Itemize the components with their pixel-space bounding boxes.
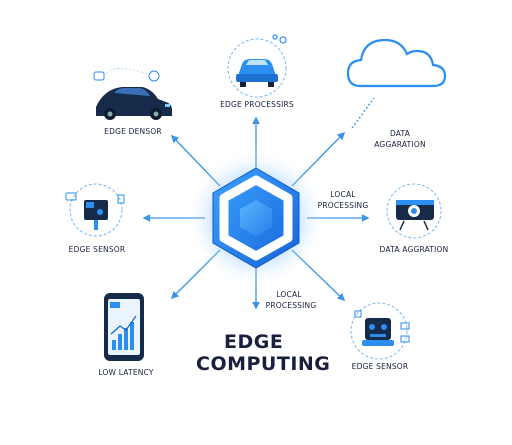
hexagon-hub-icon xyxy=(186,148,326,288)
edge-sensor-bottom-label: EDGE SENSOR xyxy=(351,362,409,371)
connector-cloud-dotted xyxy=(351,97,375,129)
cloud-icon xyxy=(346,38,447,88)
data-aggaration-label-line2: AGGARATION xyxy=(374,140,426,149)
local-processing-right-label-line1: LOCAL xyxy=(330,190,356,199)
edge-processirs-label: EDGE PROCESSIRS xyxy=(220,100,294,109)
edge-processor-car-icon xyxy=(227,34,287,98)
diagram-title: EDGE COMPUTING xyxy=(196,331,336,375)
robot-sensor-icon xyxy=(350,302,410,360)
local-processing-bottom-label-line2: PROCESSING xyxy=(265,301,317,310)
diagram-title-line2: COMPUTING xyxy=(196,353,331,375)
data-aggration-label: DATA AGGRATION xyxy=(379,245,449,254)
low-latency-label: LOW LATENCY xyxy=(98,368,154,377)
smartphone-chart-icon xyxy=(104,293,144,361)
local-processing-right-label-line2: PROCESSING xyxy=(317,201,369,210)
edge-sensor-device-icon xyxy=(65,183,125,237)
data-aggaration-label-line1: DATA xyxy=(389,129,411,138)
car-icon xyxy=(93,68,172,120)
local-processing-bottom-label-line1: LOCAL xyxy=(276,290,302,299)
edge-densor-label: EDGE DENSOR xyxy=(104,127,162,136)
diagram-title-line1: EDGE xyxy=(224,331,284,353)
camera-sensor-icon xyxy=(386,183,442,239)
edge-sensor-left-label: EDGE SENSOR xyxy=(68,245,126,254)
